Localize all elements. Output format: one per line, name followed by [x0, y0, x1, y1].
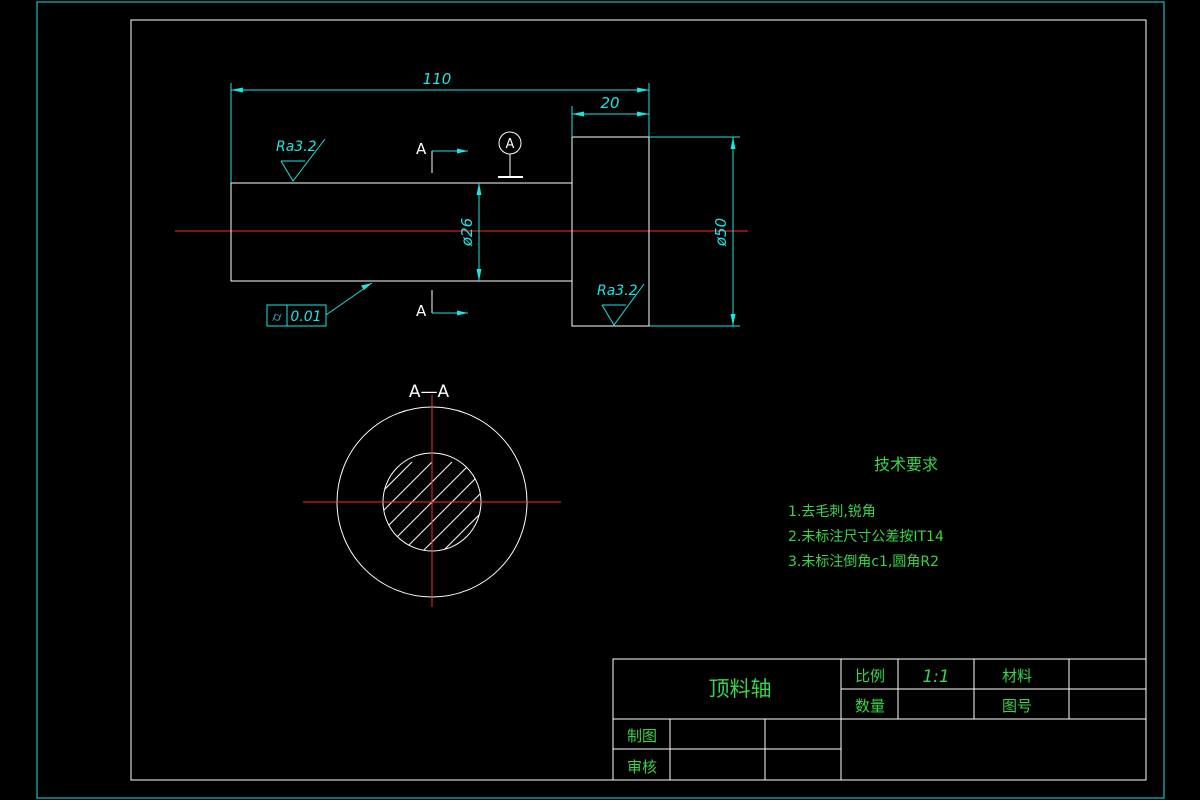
- dim-overall-length: 110: [230, 70, 650, 183]
- datum-feature: A: [498, 131, 523, 178]
- section-title: A—A: [409, 382, 450, 402]
- drawn-by-label: 制图: [627, 727, 657, 745]
- dim-head-diameter-text: ø50: [712, 218, 730, 247]
- material-label: 材料: [1002, 667, 1032, 685]
- section-view: A—A: [303, 382, 561, 607]
- section-cut-bottom: A: [416, 290, 468, 320]
- part-name: 顶料轴: [709, 677, 772, 701]
- section-cut-top: A: [416, 140, 468, 173]
- inner-frame: [130, 19, 1147, 781]
- technical-requirements: 技术要求 1.去毛刺,锐角 2.未标注尺寸公差按IT14 3.未标注倒角c1,圆…: [788, 455, 944, 570]
- dim-head-length-text: 20: [600, 94, 619, 112]
- tolerance-value: 0.01: [290, 309, 321, 325]
- quantity-label: 数量: [855, 697, 885, 715]
- drawing-number-label: 图号: [1002, 697, 1032, 715]
- tech-requirement-item-1: 1.去毛刺,锐角: [788, 504, 876, 520]
- dim-shaft-diameter-text: ø26: [458, 218, 476, 247]
- title-block: 顶料轴 比例 1:1 材料 数量 图号 制图 审核: [612, 658, 1147, 781]
- outer-frame: [36, 1, 1165, 799]
- surface-finish-shaft-text: Ra3.2: [276, 139, 317, 155]
- tech-requirement-item-3: 3.未标注倒角c1,圆角R2: [788, 554, 939, 570]
- scale-label: 比例: [855, 667, 885, 685]
- dim-head-length: 20: [571, 94, 649, 137]
- surface-finish-head: Ra3.2: [597, 283, 645, 326]
- dim-shaft-diameter: ø26: [458, 183, 482, 281]
- section-cut-bottom-label: A: [416, 302, 427, 320]
- shaft-outline: [230, 182, 572, 282]
- head-outline: [571, 136, 650, 327]
- section-cut-top-label: A: [416, 140, 427, 158]
- surface-finish-head-text: Ra3.2: [597, 283, 638, 299]
- dim-head-diameter: ø50: [649, 136, 740, 327]
- tolerance-symbol: ⌭: [272, 310, 282, 325]
- tech-requirement-item-2: 2.未标注尺寸公差按IT14: [788, 529, 944, 545]
- tech-requirements-title: 技术要求: [874, 455, 938, 474]
- dim-overall-length-text: 110: [423, 70, 452, 88]
- surface-finish-shaft: Ra3.2: [276, 138, 326, 182]
- front-view: 110 20 ø26 ø50: [175, 70, 748, 327]
- datum-label: A: [506, 137, 515, 152]
- scale-value: 1:1: [922, 667, 949, 687]
- tolerance-frame: ⌭ 0.01: [266, 282, 373, 327]
- checked-by-label: 审核: [627, 758, 657, 776]
